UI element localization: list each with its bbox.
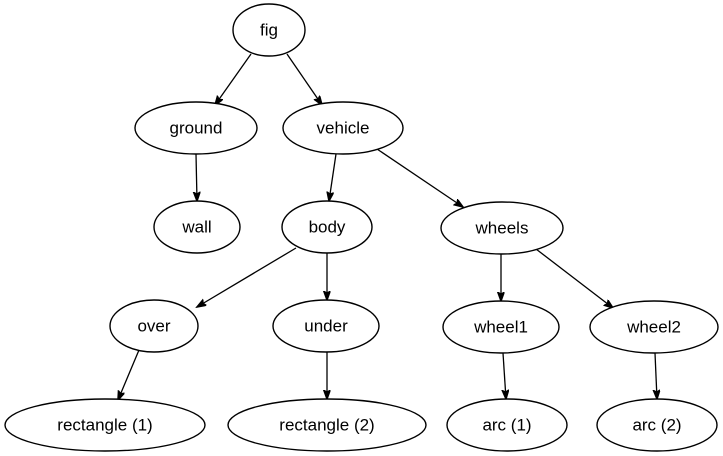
node-shape-rectangle2[interactable]	[227, 398, 427, 452]
edge-fig-to-vehicle	[286, 53, 322, 105]
edge-ground-to-wall	[196, 153, 197, 201]
edge-wheel1-to-arc1	[503, 352, 506, 399]
node-shape-vehicle[interactable]	[282, 101, 404, 155]
edge-body-to-over	[197, 247, 297, 307]
node-shape-wheel1[interactable]	[442, 300, 560, 354]
edge-vehicle-to-body	[329, 153, 337, 201]
node-body[interactable]: body	[281, 200, 373, 254]
node-wheels[interactable]: wheels	[440, 201, 564, 255]
node-fig[interactable]: fig	[232, 3, 306, 57]
node-arc1[interactable]: arc (1)	[446, 398, 568, 452]
node-under[interactable]: under	[272, 299, 380, 353]
node-over[interactable]: over	[109, 299, 199, 353]
node-shape-over[interactable]	[109, 299, 199, 353]
node-shape-body[interactable]	[281, 200, 373, 254]
node-shape-wheels[interactable]	[440, 201, 564, 255]
node-shape-fig[interactable]	[232, 3, 306, 57]
edge-vehicle-to-wheels	[376, 148, 463, 207]
node-wheel1[interactable]: wheel1	[442, 300, 560, 354]
node-shape-under[interactable]	[272, 299, 380, 353]
node-shape-rectangle1[interactable]	[4, 398, 206, 452]
node-shape-ground[interactable]	[134, 101, 258, 155]
node-wall[interactable]: wall	[153, 200, 241, 254]
edge-fig-to-ground	[215, 53, 252, 105]
node-rectangle2[interactable]: rectangle (2)	[227, 398, 427, 452]
node-shape-wall[interactable]	[153, 200, 241, 254]
node-shape-arc2[interactable]	[596, 398, 718, 452]
edge-over-to-rectangle1	[118, 349, 140, 400]
node-wheel2[interactable]: wheel2	[589, 300, 719, 354]
node-arc2[interactable]: arc (2)	[596, 398, 718, 452]
node-shape-arc1[interactable]	[446, 398, 568, 452]
node-shape-wheel2[interactable]	[589, 300, 719, 354]
nodes-layer: fig ground vehicle wall body wheels over under w…	[4, 3, 719, 452]
edges-layer	[118, 53, 657, 400]
node-ground[interactable]: ground	[134, 101, 258, 155]
node-rectangle1[interactable]: rectangle (1)	[4, 398, 206, 452]
edge-wheels-to-wheel2	[535, 248, 613, 308]
node-vehicle[interactable]: vehicle	[282, 101, 404, 155]
edge-wheel2-to-arc2	[655, 352, 657, 399]
